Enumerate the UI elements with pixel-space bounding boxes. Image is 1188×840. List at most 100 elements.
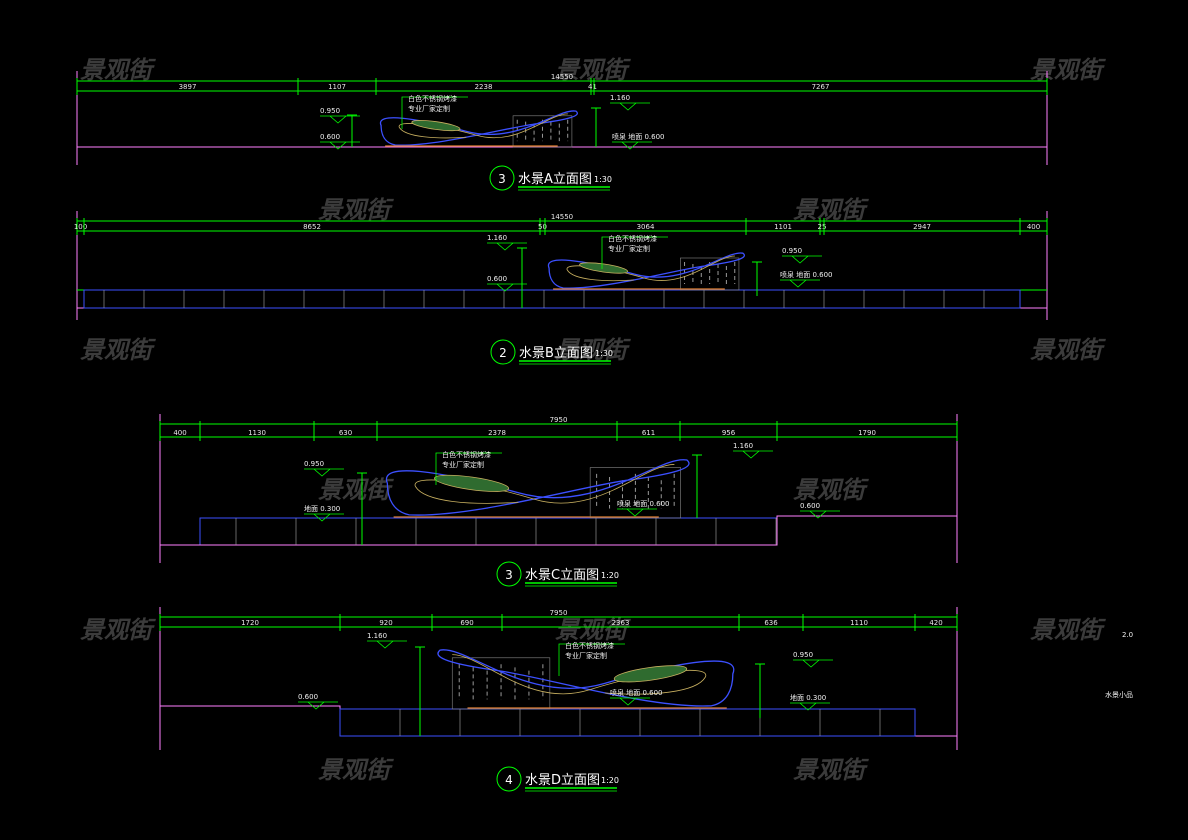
watermark-text: 景观街	[1030, 56, 1106, 84]
dimension-label: 611	[642, 429, 655, 437]
level-marker-icon	[298, 701, 338, 710]
view-scale: 1:30	[595, 349, 613, 358]
level-label: 喷泉 地面 0.600	[610, 688, 663, 697]
total-dimension-label: 7950	[550, 609, 568, 617]
watermark-text: 景观街	[318, 476, 394, 504]
view-scale: 1:20	[601, 571, 619, 580]
material-note: 白色不锈钢烤漆	[442, 450, 491, 459]
level-marker-icon	[304, 468, 344, 477]
level-label: 喷泉 地面 0.600	[780, 270, 833, 279]
level-marker-icon	[733, 450, 773, 459]
basin-outline	[83, 289, 1021, 309]
view-title: 水景C立面图	[525, 568, 599, 583]
level-marker-icon	[610, 102, 650, 111]
level-marker-icon	[793, 659, 833, 668]
material-note: 专业厂家定制	[565, 651, 607, 660]
planting-bed	[613, 665, 688, 683]
level-marker-icon	[367, 640, 407, 649]
note-leader	[558, 643, 625, 676]
material-note: 白色不锈钢烤漆	[608, 234, 657, 243]
watermark-text: 景观街	[80, 56, 156, 84]
level-marker-icon	[320, 141, 360, 150]
material-note: 专业厂家定制	[442, 460, 484, 469]
dimension-label: 2363	[612, 619, 630, 627]
basin-outline	[339, 708, 916, 737]
sculpture-inner-line	[566, 255, 735, 282]
level-label: 1.160	[733, 442, 753, 450]
material-note: 白色不锈钢烤漆	[565, 641, 614, 650]
view-number-circle	[496, 561, 522, 587]
level-label: 地面 0.300	[790, 693, 826, 702]
total-dimension-label: 14550	[551, 73, 573, 81]
level-label: 地面 0.300	[304, 504, 340, 513]
dimension-label: 1107	[328, 83, 346, 91]
view-number: 3	[505, 568, 513, 582]
planting-bed	[579, 262, 629, 274]
view-number-circle	[489, 165, 515, 191]
watermark-text: 景观街	[80, 336, 156, 364]
dimension-label: 1790	[858, 429, 876, 437]
level-label: 喷泉 地面 0.600	[617, 499, 670, 508]
material-note: 专业厂家定制	[408, 104, 450, 113]
view-number-circle	[496, 766, 522, 792]
level-marker-icon	[304, 513, 344, 522]
dimension-label: 2947	[913, 223, 931, 231]
note-leader	[435, 452, 502, 485]
dimension-label: 920	[379, 619, 392, 627]
planting-bed	[411, 120, 461, 132]
watermark-text: 景观街	[555, 336, 631, 364]
level-label: 1.160	[610, 94, 630, 102]
dimension-label: 100	[74, 223, 87, 231]
side-note-2: 水景小品	[1105, 690, 1133, 699]
basin-outline	[199, 517, 778, 546]
watermark-text: 景观街	[318, 196, 394, 224]
level-marker-icon	[487, 283, 527, 292]
ground-line	[160, 705, 957, 737]
view-title: 水景D立面图	[525, 773, 600, 788]
level-label: 1.160	[367, 632, 387, 640]
material-note: 专业厂家定制	[608, 244, 650, 253]
watermark-text: 景观街	[1030, 616, 1106, 644]
dimension-label: 1101	[774, 223, 792, 231]
level-label: 0.950	[793, 651, 813, 659]
level-label: 0.600	[298, 693, 318, 701]
level-label: 0.950	[320, 107, 340, 115]
dimension-label: 7267	[812, 83, 830, 91]
dimension-label: 2238	[475, 83, 493, 91]
dimension-label: 636	[764, 619, 778, 627]
watermark-text: 景观街	[1030, 336, 1106, 364]
dimension-label: 630	[339, 429, 352, 437]
sculpture-inner-line	[452, 654, 706, 695]
level-marker-icon	[780, 279, 820, 288]
dimension-label: 420	[929, 619, 942, 627]
level-marker-icon	[782, 255, 822, 264]
dimension-label: 50	[538, 223, 547, 231]
view-number: 4	[505, 773, 513, 787]
dimension-label: 41	[588, 83, 597, 91]
sculpture-inner-line	[398, 113, 568, 139]
level-marker-icon	[800, 510, 840, 519]
view-scale: 1:30	[594, 175, 612, 184]
level-marker-icon	[320, 115, 360, 124]
dimension-label: 8652	[303, 223, 321, 231]
level-marker-icon	[612, 141, 652, 150]
view-number: 3	[498, 172, 506, 186]
view-number: 2	[499, 346, 507, 360]
dimension-label: 690	[460, 619, 473, 627]
view-scale: 1:20	[601, 776, 619, 785]
view-title: 水景B立面图	[519, 346, 593, 361]
level-marker-icon	[790, 702, 830, 711]
level-label: 0.950	[782, 247, 802, 255]
dimension-label: 1720	[241, 619, 259, 627]
watermark-text: 景观街	[80, 616, 156, 644]
view-title: 水景A立面图	[518, 172, 592, 187]
dimension-label: 25	[818, 223, 827, 231]
watermark-text: 景观街	[793, 196, 869, 224]
dimension-label: 3897	[179, 83, 197, 91]
dimension-label: 2378	[488, 429, 506, 437]
planting-bed	[434, 474, 510, 492]
